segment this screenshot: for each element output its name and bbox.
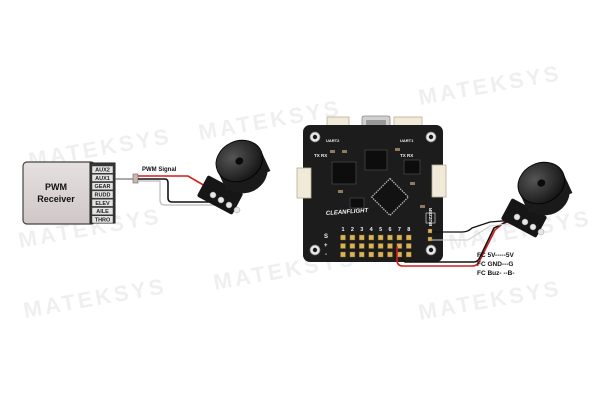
header-pin xyxy=(377,234,384,241)
receiver-title: PWM xyxy=(45,182,67,192)
pin-number: 8 xyxy=(407,227,410,233)
channel-label: GEAR xyxy=(95,184,111,190)
channel-label: AUX1 xyxy=(95,176,110,182)
header-pin xyxy=(340,234,346,241)
header-pin xyxy=(340,243,346,249)
header-pin xyxy=(387,234,393,241)
channel-label: RUDD xyxy=(95,193,111,199)
pin-number: 3 xyxy=(360,227,363,233)
header-pin xyxy=(387,243,393,249)
header-pin xyxy=(359,234,365,241)
watermark-text: MATEKSYS xyxy=(417,60,564,110)
rail-minus-label: - xyxy=(325,252,327,258)
pwm-signal-cable: PWM Signal xyxy=(115,167,214,206)
header-pin xyxy=(387,251,393,258)
channel-slot xyxy=(91,198,114,207)
board-brand: CLEANFLIGHT xyxy=(326,208,370,217)
pin-number: 6 xyxy=(388,227,391,233)
channel-slot xyxy=(91,207,114,215)
channel-label: AUX2 xyxy=(95,168,110,174)
channel-slot xyxy=(91,215,114,224)
watermark-text: MATEKSYS xyxy=(22,273,169,323)
uart2-label: UART2 xyxy=(326,138,340,143)
channel-label: THRO xyxy=(95,217,111,223)
pin-number: 1 xyxy=(341,227,344,233)
header-pin xyxy=(368,243,374,249)
channel-label: AILE xyxy=(96,209,109,215)
header-pin xyxy=(377,243,384,249)
rail-s-label: S xyxy=(324,234,328,240)
channel-slot xyxy=(91,165,114,174)
header-pin xyxy=(359,243,365,249)
channel-slot xyxy=(91,190,114,199)
header-pin xyxy=(377,251,384,258)
fc-buzzer-cable xyxy=(396,215,517,267)
pin-number: 4 xyxy=(370,227,374,233)
header-pin xyxy=(406,234,412,241)
receiver-subtitle: Receiver xyxy=(37,194,75,204)
header-pin xyxy=(406,243,412,249)
flight-controller-board: TX RX TX RX UART2 UART1 CLEANFLIGHT BUZZ… xyxy=(296,115,447,262)
header-pin xyxy=(368,251,374,258)
note-buzzer: FC Buz- --B- xyxy=(477,270,515,277)
pin-number: 2 xyxy=(351,227,354,233)
pin-number: 7 xyxy=(398,227,401,233)
buzzer-module-right xyxy=(501,161,573,238)
connection-notes: FC 5V-----5V FC GND---G FC Buz- --B- xyxy=(477,252,515,277)
header-pin xyxy=(406,251,412,258)
header-pin xyxy=(359,251,365,258)
uart1-label: UART1 xyxy=(400,138,414,143)
buzzer-label: BUZZER xyxy=(428,207,433,226)
note-gnd: FC GND---G xyxy=(477,261,513,268)
channel-slot xyxy=(91,174,114,182)
pwm-header-pins xyxy=(340,234,412,258)
header-pin xyxy=(349,243,356,249)
pin-number: 5 xyxy=(379,227,382,233)
channel-label: ELEV xyxy=(95,201,110,207)
header-pin xyxy=(396,234,403,241)
tx-rx-left-label: TX RX xyxy=(314,153,327,158)
watermark-text: MATEKSYS xyxy=(417,275,564,325)
header-pin xyxy=(349,234,356,241)
channel-slot xyxy=(91,182,114,191)
header-pin xyxy=(368,234,374,241)
tx-rx-right-label: TX RX xyxy=(400,153,413,158)
pwm-signal-label: PWM Signal xyxy=(142,167,177,173)
rail-plus-label: + xyxy=(324,243,328,249)
header-pin xyxy=(340,251,346,258)
header-pin xyxy=(349,251,356,258)
note-5v: FC 5V-----5V xyxy=(477,252,515,259)
buzzer-module-left xyxy=(197,139,271,215)
